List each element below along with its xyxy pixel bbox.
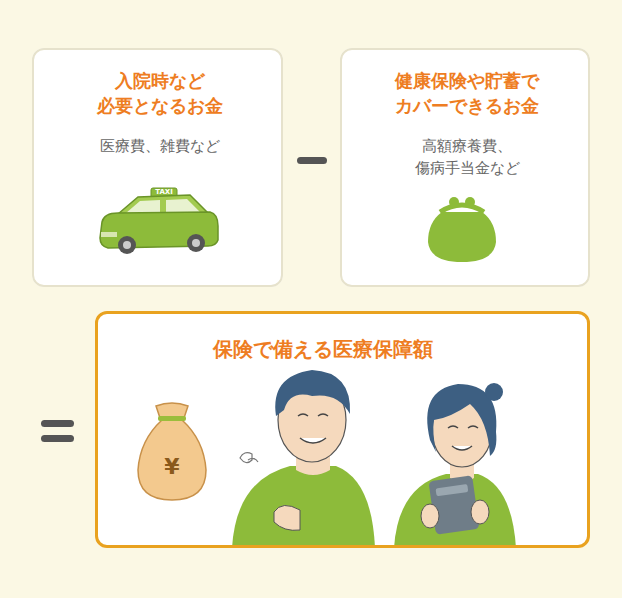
box-heading: 健康保険や貯蓄で カバーできるお金 bbox=[357, 68, 577, 118]
coin-purse bbox=[428, 197, 496, 262]
box-body: 高額療養費、 傷病手当金など bbox=[387, 135, 547, 179]
minus-sign bbox=[297, 157, 327, 164]
result-title: 保険で備える医療保障額 bbox=[138, 336, 508, 362]
box-ground bbox=[32, 48, 283, 287]
panel-box: 健康保険や貯蓄で カバーできるお金高額療養費、 傷病手当金など bbox=[340, 48, 590, 287]
box-ground bbox=[340, 48, 590, 287]
box-heading: 入院時など 必要となるお金 bbox=[54, 68, 265, 118]
yen-mark: ¥ bbox=[164, 455, 179, 479]
box-ground bbox=[95, 311, 590, 548]
woman-figure bbox=[394, 383, 516, 548]
man-figure bbox=[232, 370, 375, 548]
panel-box: 入院時など 必要となるお金医療費、雑費など bbox=[32, 48, 283, 287]
equals-sign bbox=[41, 420, 74, 442]
taxi-sign: TAXI bbox=[155, 188, 173, 197]
money-bag bbox=[138, 403, 206, 500]
panel-box: 保険で備える医療保障額 bbox=[95, 311, 590, 548]
box-body: 医療費、雑費など bbox=[44, 135, 275, 157]
taxi-car bbox=[100, 188, 218, 254]
